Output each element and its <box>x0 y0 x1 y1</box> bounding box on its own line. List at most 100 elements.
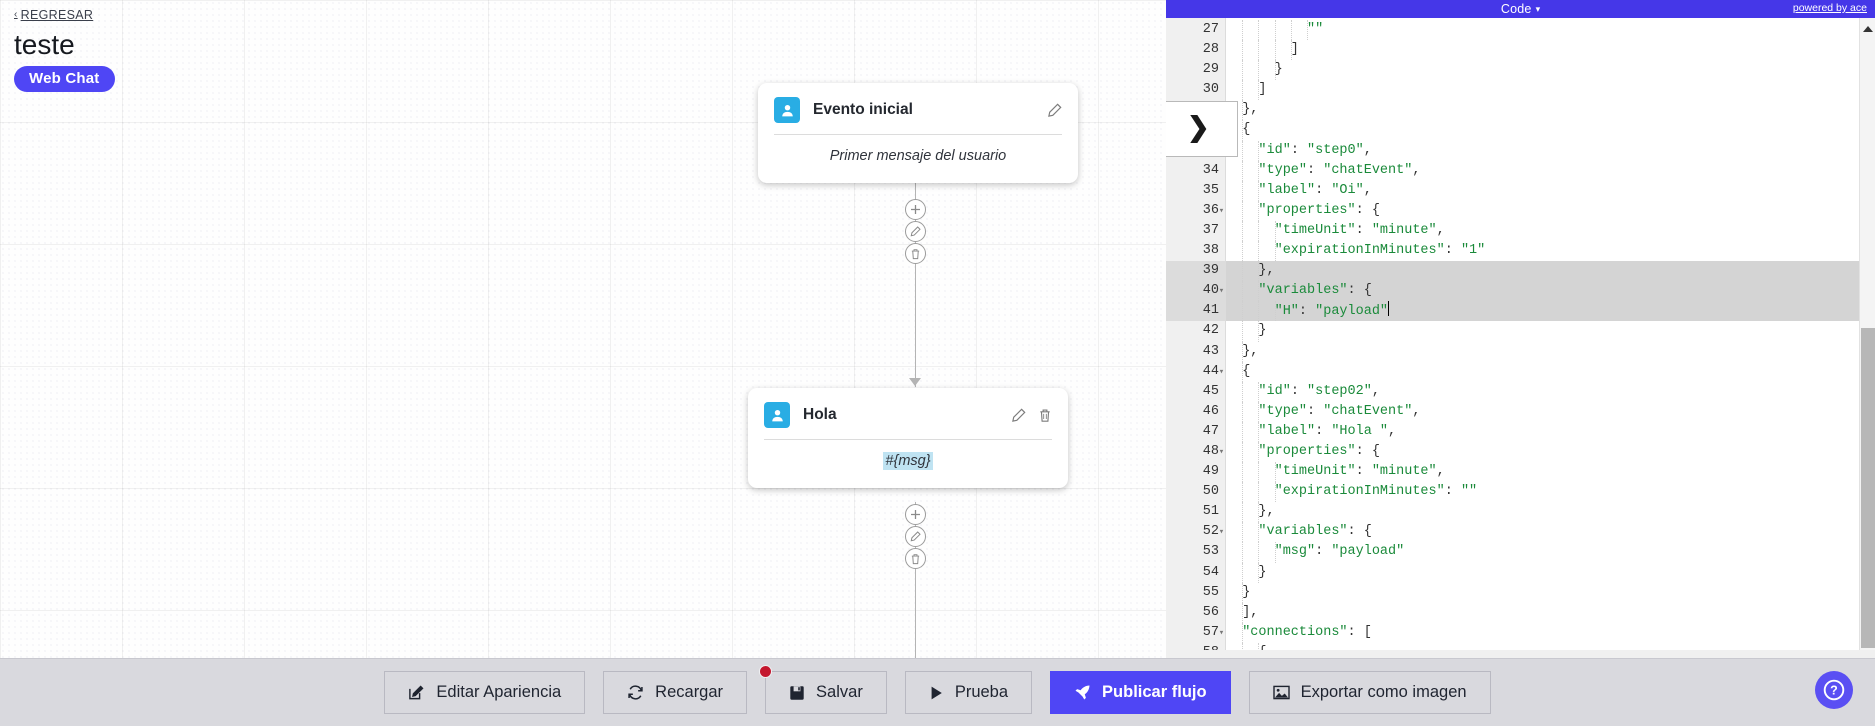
recargar-button[interactable]: Recargar <box>603 671 748 714</box>
code-line[interactable]: "msg": "payload" <box>1226 542 1875 563</box>
scrollbar-thumb[interactable] <box>1861 328 1875 648</box>
exportar-como-imagen-button[interactable]: Exportar como imagen <box>1248 671 1491 714</box>
line-number[interactable]: 55 <box>1202 584 1219 600</box>
scroll-up-arrow-icon[interactable] <box>1863 26 1873 32</box>
line-number[interactable]: 51 <box>1202 504 1219 520</box>
delete-connector-button[interactable] <box>905 548 926 569</box>
code-line[interactable]: "" <box>1226 20 1875 41</box>
fold-toggle-icon[interactable]: ▾ <box>1218 286 1225 297</box>
line-number[interactable]: 40▾ <box>1166 281 1225 302</box>
code-line[interactable]: "variables": { <box>1226 281 1875 302</box>
code-line[interactable]: ] <box>1226 40 1875 61</box>
line-number[interactable]: 27 <box>1202 22 1219 37</box>
line-number[interactable]: 47 <box>1202 423 1219 439</box>
back-link[interactable]: ‹ REGRESAR <box>14 8 93 22</box>
flow-node-hola[interactable]: Hola #{msg} <box>748 388 1068 488</box>
code-line[interactable]: { <box>1226 120 1875 141</box>
chevron-down-icon[interactable]: ▾ <box>1535 3 1541 14</box>
line-number[interactable]: 29 <box>1202 62 1219 78</box>
fold-toggle-icon[interactable]: ▾ <box>1218 205 1225 216</box>
code-line[interactable]: ], <box>1226 602 1875 623</box>
fold-toggle-icon[interactable]: ▾ <box>1218 446 1225 457</box>
edit-icon[interactable] <box>1047 102 1062 118</box>
salvar-button[interactable]: Salvar <box>759 665 887 714</box>
edit-icon[interactable] <box>1011 407 1026 423</box>
node-actions[interactable] <box>1011 407 1052 423</box>
add-node-button[interactable] <box>905 199 926 220</box>
flow-canvas[interactable]: Evento inicial Primer mensaje del usuari… <box>0 0 1166 658</box>
code-line[interactable]: "label": "Hola ", <box>1226 421 1875 442</box>
code-line[interactable]: }, <box>1226 341 1875 362</box>
code-line[interactable]: "connections": [ <box>1226 622 1875 643</box>
trash-icon[interactable] <box>1038 408 1052 423</box>
fold-toggle-icon[interactable]: ▾ <box>1218 366 1225 377</box>
code-text-area[interactable]: "" ] } ] }, { "id": "step0", "type": "ch… <box>1226 18 1875 658</box>
code-line[interactable]: "type": "chatEvent", <box>1226 160 1875 181</box>
code-line[interactable]: { <box>1226 361 1875 382</box>
line-number[interactable]: 44▾ <box>1166 362 1225 382</box>
code-line[interactable]: } <box>1226 60 1875 81</box>
code-vertical-scrollbar[interactable] <box>1859 18 1875 658</box>
fold-toggle-icon[interactable]: ▾ <box>1218 627 1225 638</box>
code-line[interactable]: }, <box>1226 100 1875 121</box>
edit-connector-button[interactable] <box>905 526 926 547</box>
fold-toggle-icon[interactable]: ▾ <box>1218 527 1225 538</box>
code-line[interactable]: "timeUnit": "minute", <box>1226 220 1875 242</box>
powered-by-ace-link[interactable]: powered by ace <box>1792 2 1867 14</box>
line-number[interactable]: 45 <box>1202 383 1219 399</box>
line-number[interactable]: 35 <box>1202 182 1219 198</box>
line-number[interactable]: 57▾ <box>1166 623 1225 643</box>
code-line[interactable]: }, <box>1226 261 1875 282</box>
line-number[interactable]: 38 <box>1202 243 1219 259</box>
code-editor[interactable]: ❯ 272829303132▾33343536▾37383940▾4142434… <box>1166 18 1875 658</box>
code-line[interactable]: "H": "payload" <box>1226 301 1875 322</box>
code-line[interactable]: "expirationInMinutes": "" <box>1226 482 1875 503</box>
line-number[interactable]: 37 <box>1202 222 1219 238</box>
line-number[interactable]: 34 <box>1202 162 1219 178</box>
line-number[interactable]: 39 <box>1166 261 1225 282</box>
code-line[interactable]: "id": "step02", <box>1226 381 1875 402</box>
node-actions[interactable] <box>1047 102 1062 118</box>
line-number[interactable]: 49 <box>1202 464 1219 480</box>
code-line[interactable]: "timeUnit": "minute", <box>1226 462 1875 483</box>
line-number[interactable]: 41 <box>1166 301 1225 322</box>
prueba-button[interactable]: Prueba <box>904 671 1033 714</box>
line-number[interactable]: 52▾ <box>1166 522 1225 542</box>
help-button[interactable]: ? <box>1815 671 1853 709</box>
line-number[interactable]: 53 <box>1202 544 1219 560</box>
code-line[interactable]: "properties": { <box>1226 441 1875 463</box>
code-dropdown[interactable]: Code <box>1500 2 1532 16</box>
code-line[interactable]: }, <box>1226 502 1875 523</box>
code-line[interactable]: "expirationInMinutes": "1" <box>1226 241 1875 262</box>
add-node-button[interactable] <box>905 504 926 525</box>
edit-connector-button[interactable] <box>905 221 926 242</box>
line-number[interactable]: 42 <box>1202 323 1219 339</box>
line-number[interactable]: 28 <box>1202 42 1219 58</box>
publicar-flujo-button[interactable]: Publicar flujo <box>1050 671 1231 714</box>
code-line[interactable]: } <box>1226 582 1875 603</box>
line-number[interactable]: 50 <box>1202 484 1219 500</box>
line-number-gutter[interactable]: ❯ 272829303132▾33343536▾37383940▾4142434… <box>1166 18 1238 658</box>
connector-controls-2[interactable] <box>905 504 926 570</box>
code-line[interactable]: "properties": { <box>1226 200 1875 221</box>
line-number[interactable]: 43 <box>1202 343 1219 359</box>
code-line[interactable]: "type": "chatEvent", <box>1226 401 1875 422</box>
code-line[interactable]: "id": "step0", <box>1226 140 1875 161</box>
delete-connector-button[interactable] <box>905 243 926 264</box>
code-line[interactable]: "variables": { <box>1226 522 1875 543</box>
line-number[interactable]: 30 <box>1202 82 1219 98</box>
code-line[interactable]: "label": "Oi", <box>1226 180 1875 201</box>
code-line[interactable]: } <box>1226 562 1875 583</box>
line-number[interactable]: 46 <box>1202 403 1219 419</box>
editar-apariencia-button[interactable]: Editar Apariencia <box>384 671 586 714</box>
code-line[interactable]: ] <box>1226 80 1875 101</box>
line-number[interactable]: 54 <box>1202 564 1219 580</box>
connector-controls-1[interactable] <box>905 199 926 265</box>
line-number[interactable]: 56 <box>1202 604 1219 620</box>
code-horizontal-scrollbar[interactable] <box>1166 650 1875 658</box>
code-editor-panel[interactable]: Code ▾ powered by ace ❯ 272829303132▾333… <box>1166 0 1875 658</box>
flow-node-evento-inicial[interactable]: Evento inicial Primer mensaje del usuari… <box>758 83 1078 183</box>
line-number[interactable]: 36▾ <box>1166 201 1225 221</box>
line-number[interactable]: 48▾ <box>1166 442 1225 462</box>
code-line[interactable]: } <box>1226 321 1875 342</box>
